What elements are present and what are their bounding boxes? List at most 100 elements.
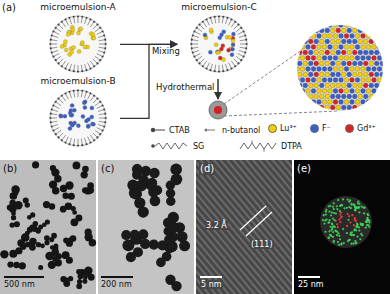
ctab-head — [68, 69, 70, 71]
sphere-ion — [328, 34, 333, 39]
sphere-ion — [328, 67, 333, 72]
mapping-signal — [341, 215, 343, 217]
sphere-ion — [339, 67, 344, 72]
ctab-tail — [193, 44, 199, 45]
mapping-signal — [329, 205, 331, 207]
ctab-head — [234, 21, 236, 23]
ctab-head — [96, 24, 98, 26]
tem-panel-b — [0, 160, 96, 294]
droplet-circle — [50, 90, 106, 146]
sphere-ion — [344, 34, 349, 39]
sphere-ion — [319, 94, 324, 99]
sphere-ion — [363, 105, 368, 110]
panel-label: (d) — [199, 163, 215, 175]
mapping-signal — [339, 214, 341, 216]
ctab-head — [222, 70, 224, 72]
sphere-ion — [377, 34, 382, 39]
mapping-signal — [332, 206, 334, 208]
sphere-ion — [347, 83, 352, 88]
sphere-ion — [308, 39, 313, 44]
ctab-tail — [62, 23, 65, 27]
ctab-tail — [219, 65, 220, 71]
ctab-head — [104, 48, 106, 50]
sphere-ion — [322, 34, 327, 39]
ctab-tail — [52, 118, 58, 119]
sphere-ion — [361, 67, 366, 72]
sphere-ion — [330, 50, 335, 55]
ctab-tail — [239, 36, 244, 38]
sphere-ion — [297, 83, 302, 88]
droplet-circle — [191, 16, 247, 72]
sphere-ion — [377, 23, 382, 28]
sphere-ion — [374, 94, 379, 99]
tem-particle — [44, 235, 50, 241]
tem-particle — [60, 185, 67, 192]
ctab-head — [99, 59, 101, 61]
ctab-head — [240, 59, 242, 61]
tem-particle — [82, 279, 87, 284]
ctab-tail — [52, 47, 57, 49]
mapping-signal — [354, 209, 356, 211]
sphere-ion — [355, 78, 360, 83]
sphere-ion — [322, 78, 327, 83]
mapping-signal — [351, 204, 353, 206]
ctab-head — [77, 145, 79, 147]
ctab-head — [68, 17, 70, 19]
tem-particle — [19, 262, 26, 269]
ion — [231, 43, 235, 47]
ctab-head — [193, 56, 195, 58]
ctab-head — [104, 113, 106, 115]
mapping-signal — [343, 207, 345, 209]
ctab-tail — [66, 21, 68, 26]
ctab-head — [205, 68, 207, 70]
tem-particle — [148, 187, 159, 198]
sphere-ion — [380, 94, 385, 99]
sphere-ion — [311, 78, 316, 83]
ctab-head — [77, 16, 79, 18]
ctab-tail — [53, 110, 58, 112]
ctab-tail — [236, 29, 240, 32]
tem-particle — [141, 166, 151, 176]
ctab-tail — [207, 21, 209, 26]
mapping-signal — [347, 213, 349, 215]
tem-particle — [27, 227, 33, 233]
sphere-ion — [295, 23, 300, 28]
tem-particle — [60, 206, 67, 213]
mapping-signal — [355, 226, 357, 228]
legend-text: Lu³⁺ — [280, 124, 297, 133]
sphere-ion — [300, 89, 305, 94]
mapping-signal — [360, 233, 362, 235]
ctab-tail — [194, 51, 199, 53]
ctab-head — [192, 35, 194, 37]
ion — [80, 41, 84, 45]
ctab-head — [57, 63, 59, 65]
sphere-ion — [311, 34, 316, 39]
sphere-ion — [350, 56, 355, 61]
panel-label: (c) — [101, 163, 114, 175]
sphere-ion — [377, 78, 382, 83]
ion — [90, 106, 94, 110]
ctab-tail — [52, 44, 58, 45]
ctab-tail — [240, 44, 246, 45]
legend-symbol — [150, 140, 190, 152]
legend-text: SG — [193, 142, 204, 151]
sphere-ion — [300, 45, 305, 50]
ctab-tail — [90, 61, 93, 65]
scale-bar — [200, 276, 222, 278]
tem-panel-c — [98, 160, 194, 294]
ctab-head — [81, 16, 83, 18]
sphere-ion — [336, 83, 341, 88]
ion — [90, 122, 94, 126]
ctab-head — [202, 21, 204, 23]
ctab-head — [205, 19, 207, 21]
sphere-ion — [319, 39, 324, 44]
sphere-ion — [330, 94, 335, 99]
mapping-signal — [330, 214, 332, 216]
ctab-tail — [90, 23, 93, 27]
sphere-ion — [317, 34, 322, 39]
sphere-ion — [339, 45, 344, 50]
sphere-ion — [306, 78, 311, 83]
sphere-ion — [295, 100, 300, 105]
mapping-signal — [328, 230, 330, 232]
sphere-ion — [372, 45, 377, 50]
